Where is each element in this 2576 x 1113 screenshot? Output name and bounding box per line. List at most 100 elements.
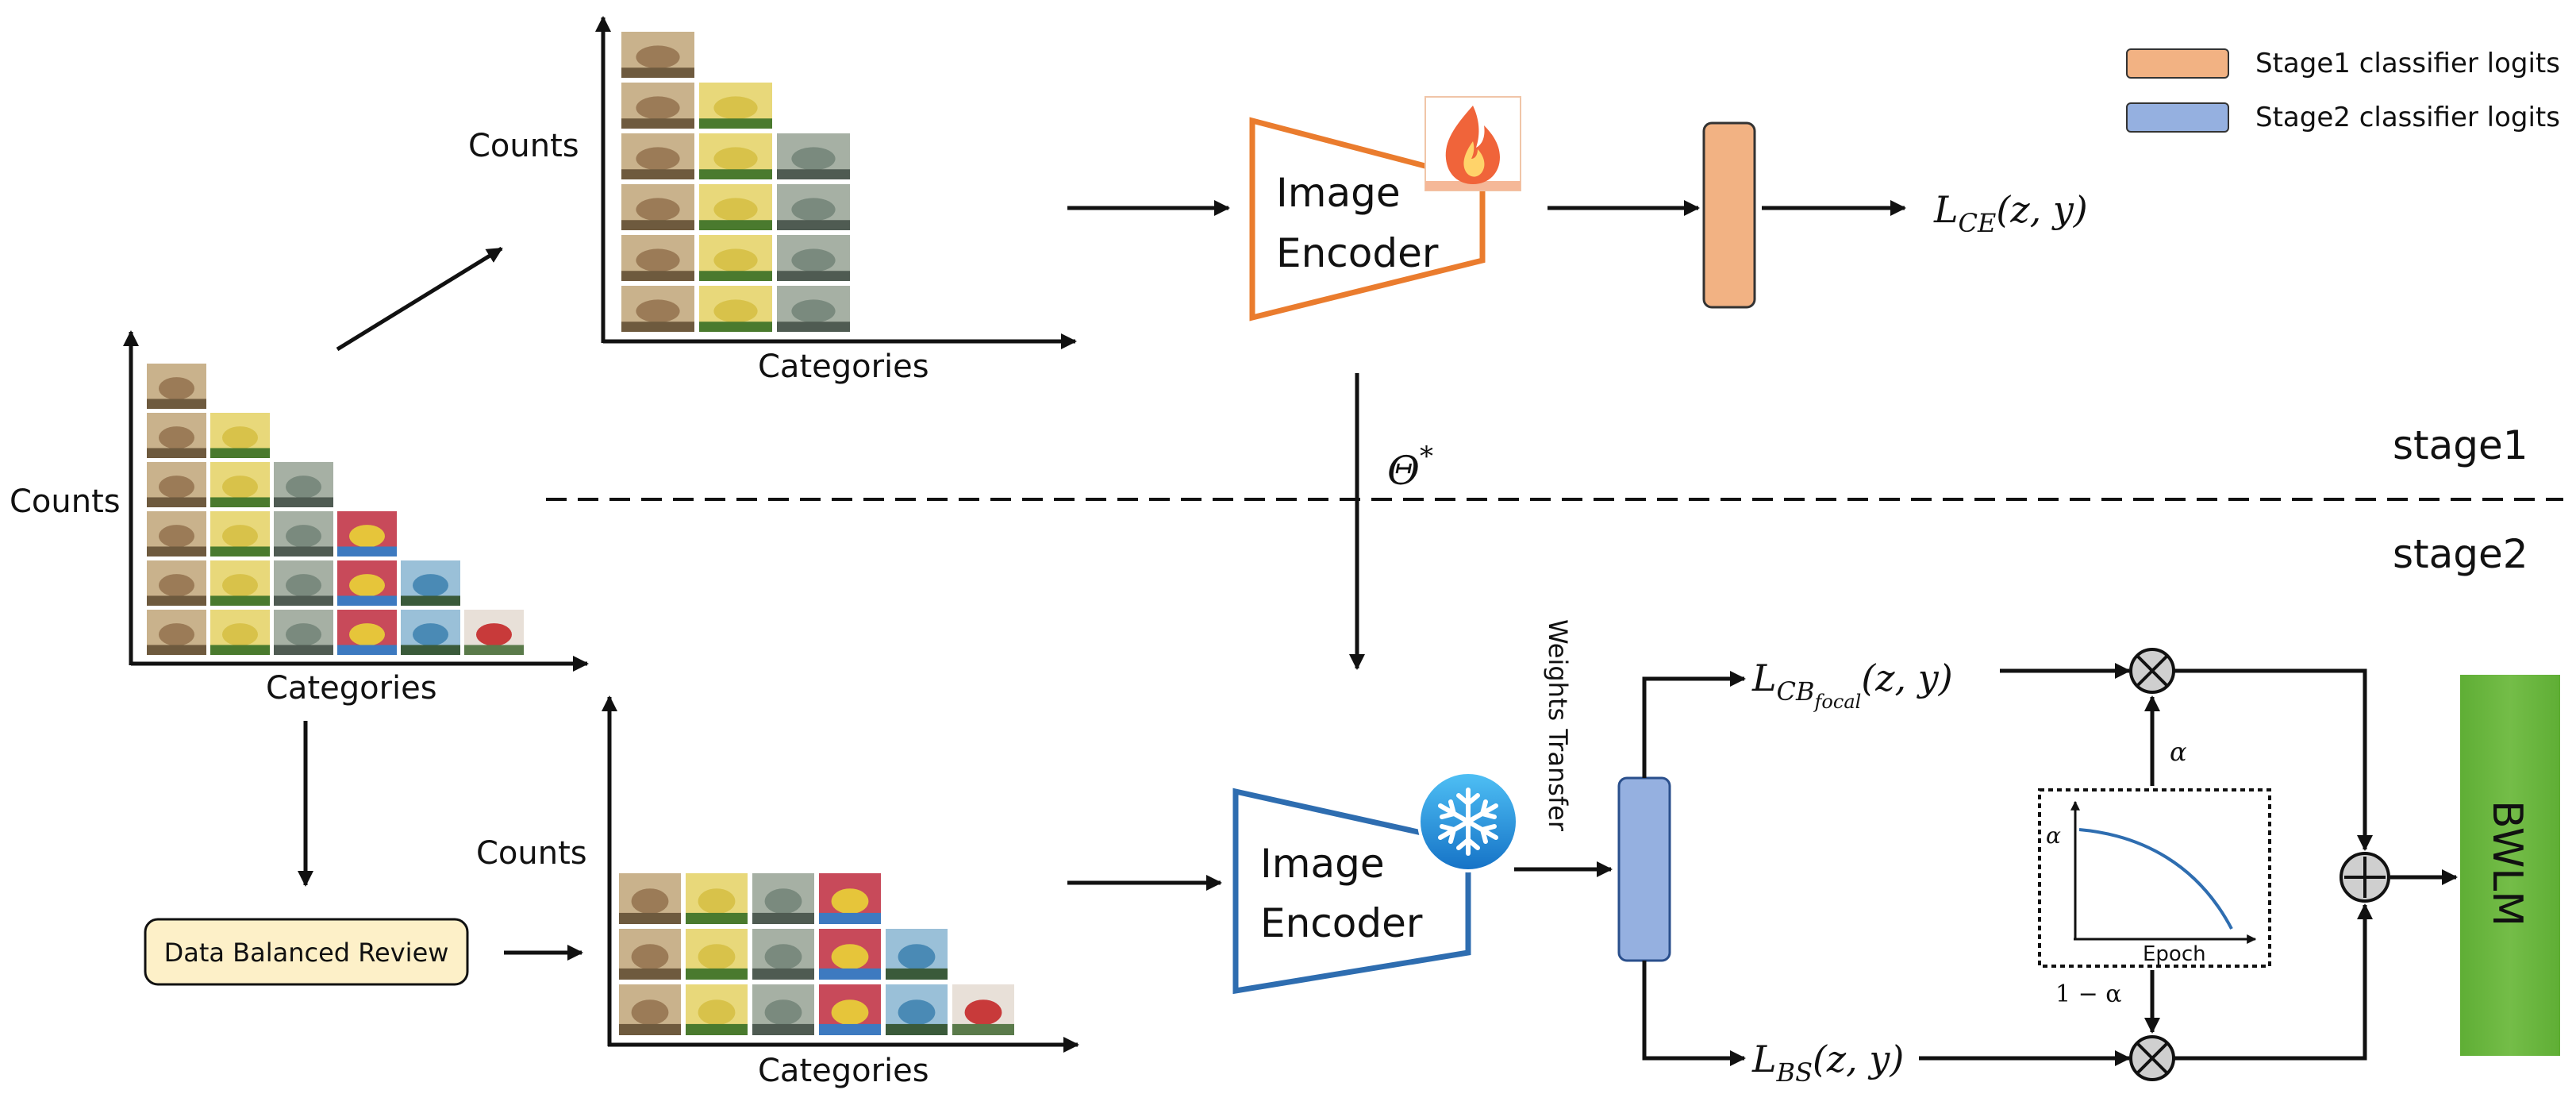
image-thumbnail (274, 610, 333, 655)
image-thumbnail (619, 873, 681, 924)
image-thumbnail (686, 873, 748, 924)
original-dataset: Counts Categories (10, 330, 589, 707)
image-thumbnail (210, 413, 270, 458)
review-box (144, 918, 469, 986)
categories-label: Categories (266, 670, 437, 707)
image-thumbnail (621, 133, 694, 179)
categories-label: Categories (758, 1053, 929, 1089)
image-thumbnail (147, 413, 206, 458)
image-thumbnail (777, 235, 850, 281)
sum-node (2340, 852, 2390, 903)
image-thumbnail (147, 610, 206, 655)
image-thumbnail (886, 929, 948, 980)
image-thumbnail (401, 610, 460, 655)
branch-to-bs (1642, 961, 1746, 1066)
image-thumbnail (777, 184, 850, 230)
loss-bs: LBS(z, y) (1751, 1038, 1904, 1088)
categories-label: Categories (758, 349, 929, 385)
image-thumbnail (210, 560, 270, 606)
legend-swatch-stage1 (2126, 48, 2229, 79)
fire-icon (1424, 96, 1521, 191)
alpha-schedule-plot: α Epoch (2038, 788, 2271, 968)
legend-label-stage1: Stage1 classifier logits (2255, 48, 2560, 79)
alpha-curve (2078, 828, 2233, 930)
loss-ce: LCE(z, y) (1933, 188, 2088, 238)
legend: Stage1 classifier logits Stage2 classifi… (2126, 48, 2560, 133)
image-thumbnail (777, 286, 850, 332)
legend-swatch-stage2 (2126, 102, 2229, 133)
image-thumbnail (819, 873, 881, 924)
image-thumbnail (401, 560, 460, 606)
stage1-label: stage1 (2393, 422, 2528, 468)
encoder-label-line2: Encoder (1260, 900, 1423, 946)
image-grid (619, 873, 1014, 1035)
image-thumbnail (337, 511, 397, 556)
image-grid (147, 364, 524, 655)
image-thumbnail (274, 560, 333, 606)
image-thumbnail (621, 32, 694, 78)
multiply-node-top (2129, 648, 2175, 694)
theta-star: Θ* (1387, 441, 1433, 494)
image-thumbnail (752, 873, 814, 924)
data-balanced-review: Data Balanced Review (144, 918, 469, 986)
image-thumbnail (886, 984, 948, 1035)
multiply-node-bottom (2129, 1035, 2175, 1081)
image-thumbnail (819, 929, 881, 980)
encoder-trapezoid (1232, 788, 1471, 995)
image-thumbnail (619, 929, 681, 980)
weights-transfer-label: Weights Transfer (1543, 619, 1573, 832)
review-label: Data Balanced Review (164, 938, 449, 968)
alpha-label: α (2170, 737, 2187, 767)
branch-to-cb (1642, 671, 1746, 778)
snowflake-icon (1417, 771, 1519, 872)
image-grid (621, 32, 850, 332)
arrow-to-stage1-data (336, 246, 503, 352)
image-thumbnail (621, 235, 694, 281)
one-minus-alpha-label: 1 − α (2055, 980, 2122, 1008)
image-thumbnail (621, 83, 694, 129)
image-thumbnail (147, 364, 206, 409)
image-thumbnail (699, 83, 772, 129)
stage2-label: stage2 (2393, 531, 2528, 577)
image-thumbnail (752, 984, 814, 1035)
counts-label: Counts (468, 128, 579, 164)
loss-cb-focal: LCBfocal(z, y) (1751, 657, 1953, 713)
stage1-logits-bar (1702, 121, 1756, 309)
image-thumbnail (147, 560, 206, 606)
stage1-dataset: Counts Categories (468, 16, 1077, 385)
image-thumbnail (147, 462, 206, 507)
stage2-logits-bar (1617, 776, 1671, 962)
stage2-dataset: Counts Categories (476, 695, 1079, 1089)
line-multiply-bottom-to-sum (2174, 903, 2373, 1061)
image-encoder-trainable: Image Encoder (1249, 96, 1521, 322)
image-thumbnail (619, 984, 681, 1035)
encoder-label-line2: Encoder (1276, 230, 1439, 276)
image-thumbnail (274, 462, 333, 507)
image-thumbnail (337, 610, 397, 655)
image-thumbnail (210, 511, 270, 556)
counts-label: Counts (476, 835, 587, 872)
image-thumbnail (686, 984, 748, 1035)
bwlm-block: BWLM (2460, 675, 2560, 1056)
image-thumbnail (147, 511, 206, 556)
image-thumbnail (777, 133, 850, 179)
legend-label-stage2: Stage2 classifier logits (2255, 102, 2560, 133)
image-thumbnail (686, 929, 748, 980)
bwlm-label: BWLM (2483, 800, 2531, 926)
image-thumbnail (464, 610, 524, 655)
image-thumbnail (752, 929, 814, 980)
image-thumbnail (337, 560, 397, 606)
encoder-label-line1: Image (1260, 841, 1385, 887)
image-thumbnail (699, 133, 772, 179)
plot-x-label: Epoch (2143, 942, 2206, 966)
image-thumbnail (210, 610, 270, 655)
image-thumbnail (621, 286, 694, 332)
image-encoder-frozen: Image Encoder (1232, 771, 1519, 995)
image-thumbnail (699, 184, 772, 230)
image-thumbnail (210, 462, 270, 507)
image-thumbnail (952, 984, 1014, 1035)
counts-label: Counts (10, 483, 121, 520)
image-thumbnail (274, 511, 333, 556)
encoder-label-line1: Image (1276, 170, 1401, 216)
